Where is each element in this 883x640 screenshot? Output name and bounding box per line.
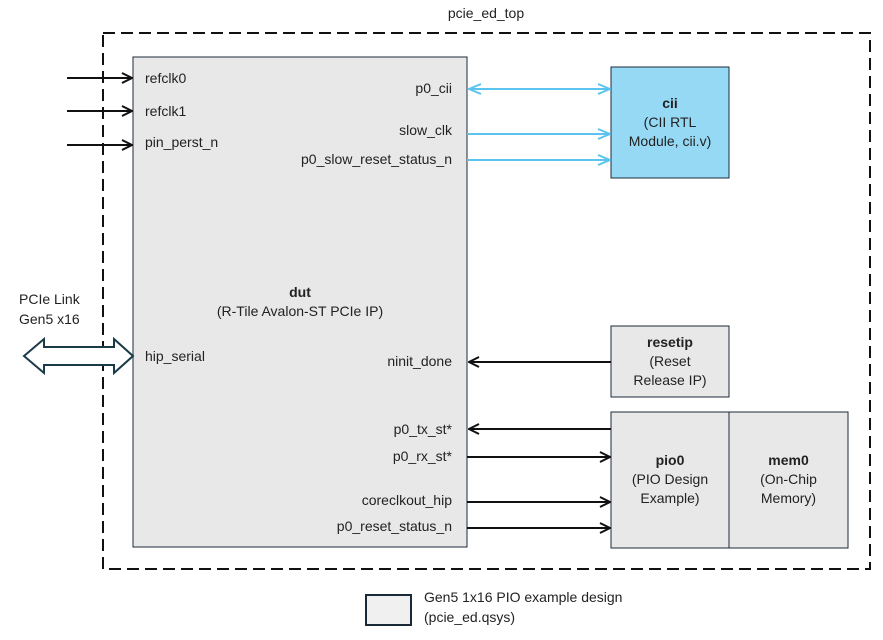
resetip-name: resetip: [647, 334, 693, 350]
port-pin-perst-n: pin_perst_n: [145, 134, 219, 150]
pcie-link-label-line1: PCIe Link: [19, 291, 80, 307]
port-ninit-done: ninit_done: [387, 353, 452, 369]
port-p0-tx-st: p0_tx_st*: [393, 421, 452, 437]
pio0-desc-line2: Example): [640, 490, 700, 506]
mem0-name: mem0: [768, 452, 809, 468]
port-slow-clk: slow_clk: [399, 122, 452, 138]
port-p0-slow-reset-status-n: p0_slow_reset_status_n: [301, 151, 452, 167]
legend-text-line1: Gen5 1x16 PIO example design: [424, 589, 623, 605]
mem0-desc-line2: Memory): [760, 490, 817, 506]
legend-text-line2: (pcie_ed.qsys): [424, 609, 516, 625]
mem0-label: mem0 (On-Chip Memory): [729, 451, 848, 508]
port-refclk0: refclk0: [145, 70, 187, 86]
mem0-box[interactable]: [728, 411, 849, 549]
pio0-label: pio0 (PIO Design Example): [611, 451, 729, 508]
cii-name: cii: [662, 95, 678, 111]
dut-title: dut: [289, 284, 311, 300]
pcie-link-arrow: [22, 336, 135, 376]
cii-box[interactable]: [610, 66, 730, 179]
port-p0-reset-status-n: p0_reset_status_n: [336, 518, 452, 534]
dut-box[interactable]: [132, 56, 468, 548]
resetip-desc-line2: Release IP): [633, 372, 707, 388]
cii-desc-line2: Module, cii.v): [628, 133, 712, 149]
cii-desc-line1: (CII RTL: [643, 114, 697, 130]
pcie-link-label-line2: Gen5 x16: [19, 311, 80, 327]
pio0-desc-line1: (PIO Design: [631, 471, 709, 487]
pcie-ed-top-container: [102, 32, 871, 570]
dut-subtitle: (R-Tile Avalon-ST PCIe IP): [216, 303, 384, 319]
pio0-name: pio0: [655, 452, 685, 468]
port-coreclkout-hip: coreclkout_hip: [361, 492, 452, 508]
container-title: pcie_ed_top: [447, 5, 525, 21]
legend-swatch: [365, 594, 412, 626]
resetip-label: resetip (Reset Release IP): [611, 333, 729, 390]
resetip-desc-line1: (Reset: [649, 353, 691, 369]
pio0-box[interactable]: [610, 411, 730, 549]
port-p0-rx-st: p0_rx_st*: [392, 448, 452, 464]
mem0-desc-line1: (On-Chip: [760, 471, 817, 487]
port-refclk1: refclk1: [145, 103, 187, 119]
port-hip-serial: hip_serial: [145, 348, 205, 364]
cii-label: cii (CII RTL Module, cii.v): [611, 94, 729, 151]
port-p0-cii: p0_cii: [415, 80, 452, 96]
